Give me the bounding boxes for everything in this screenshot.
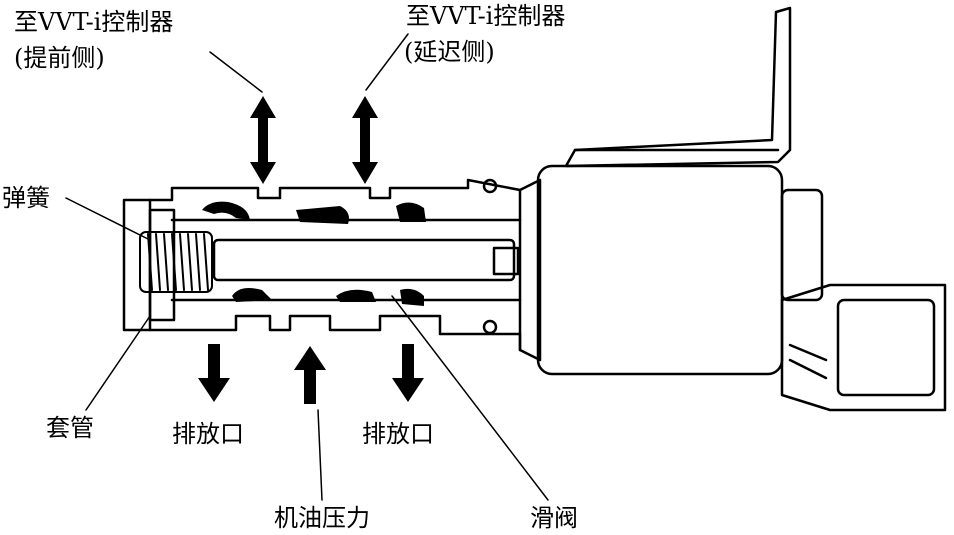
spring-coil [139,231,213,293]
solenoid-body [518,6,947,412]
oil-passages [202,201,426,306]
leader-lines [65,33,549,501]
label-drain-right: 排放口 [362,420,434,448]
label-vvt-retard-line2: (延迟侧) [404,38,495,66]
spool-valve [212,238,520,282]
label-spool-valve: 滑阀 [530,504,578,532]
arrow-retard-port [352,96,378,184]
label-sleeve: 套管 [46,414,94,442]
arrow-oil-pressure [294,346,326,404]
label-drain-left: 排放口 [172,420,244,448]
label-spring: 弹簧 [2,184,50,212]
arrow-advance-port [250,96,276,184]
label-vvt-advance-line1: 至VVT-i控制器 [14,8,174,36]
label-oil-pressure: 机油压力 [274,504,370,532]
valve-housing [122,178,522,352]
arrow-drain-left [198,344,230,402]
label-vvt-advance-line2: (提前侧) [14,44,105,72]
arrow-drain-right [392,344,424,402]
label-vvt-retard-line1: 至VVT-i控制器 [406,2,566,30]
